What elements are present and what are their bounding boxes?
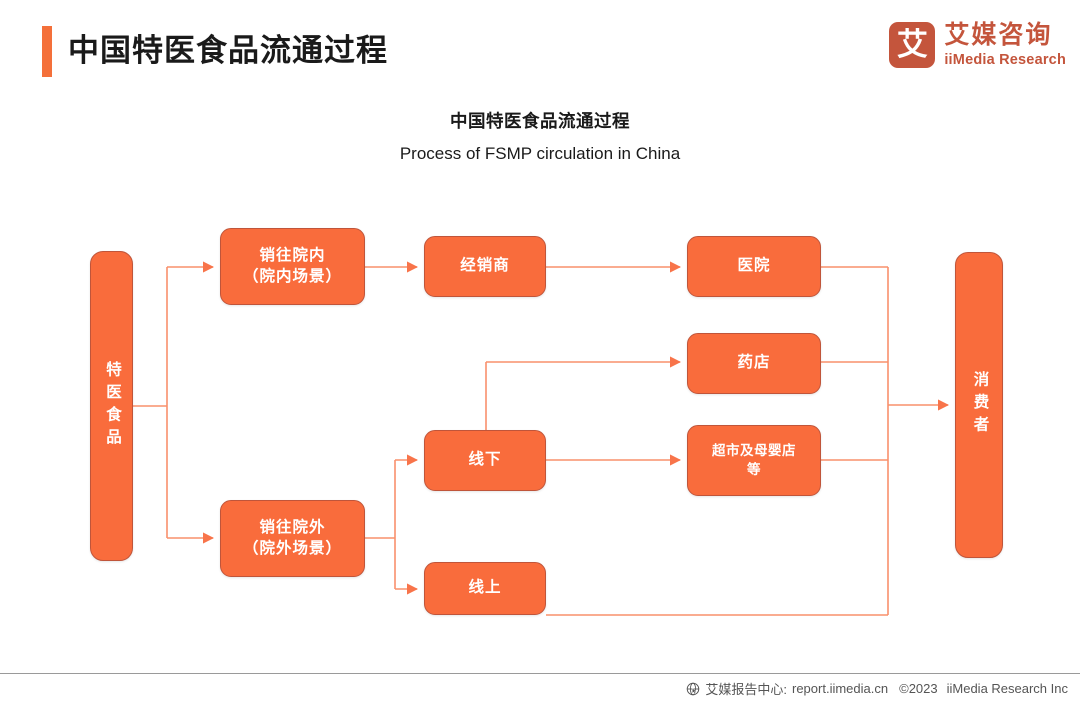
logo-mark-icon: 艾 — [889, 22, 936, 68]
footer: 艾媒报告中心: report.iimedia.cn ©2023 iiMedia … — [686, 679, 1068, 698]
chart-title-cn: 中国特医食品流通过程 — [450, 111, 630, 131]
globe-icon — [686, 682, 700, 696]
footer-copyright: ©2023 — [899, 681, 938, 696]
footer-label: 艾媒报告中心: — [705, 682, 787, 697]
node-sell-in-hospital[interactable]: 销往院内 （院内场景） — [220, 228, 365, 305]
title-accent-bar — [42, 26, 52, 77]
logo-name-en: iiMedia Research — [944, 51, 1066, 68]
chart-title-en: Process of FSMP circulation in China — [399, 144, 681, 163]
brand-logo: 艾 艾媒咨询 iiMedia Research — [889, 22, 1066, 68]
node-offline[interactable]: 线下 — [424, 430, 546, 491]
node-hospital[interactable]: 医院 — [687, 236, 821, 297]
node-supermarket-and-maternal-store[interactable]: 超市及母婴店 等 — [687, 425, 821, 496]
node-sell-out-hospital[interactable]: 销往院外 （院外场景） — [220, 500, 365, 577]
footer-divider — [0, 673, 1080, 674]
node-fsmp[interactable]: 特医食品 — [90, 251, 133, 561]
node-distributor[interactable]: 经销商 — [424, 236, 546, 297]
logo-name-cn: 艾媒咨询 — [944, 20, 1053, 49]
logo-text: 艾媒咨询 iiMedia Research — [944, 20, 1066, 68]
footer-url[interactable]: report.iimedia.cn — [792, 681, 889, 696]
node-pharmacy[interactable]: 药店 — [687, 333, 821, 394]
node-consumer[interactable]: 消费者 — [955, 252, 1003, 558]
page-title: 中国特医食品流通过程 — [68, 33, 388, 68]
footer-company: iiMedia Research Inc — [946, 681, 1068, 696]
node-online[interactable]: 线上 — [424, 562, 546, 615]
